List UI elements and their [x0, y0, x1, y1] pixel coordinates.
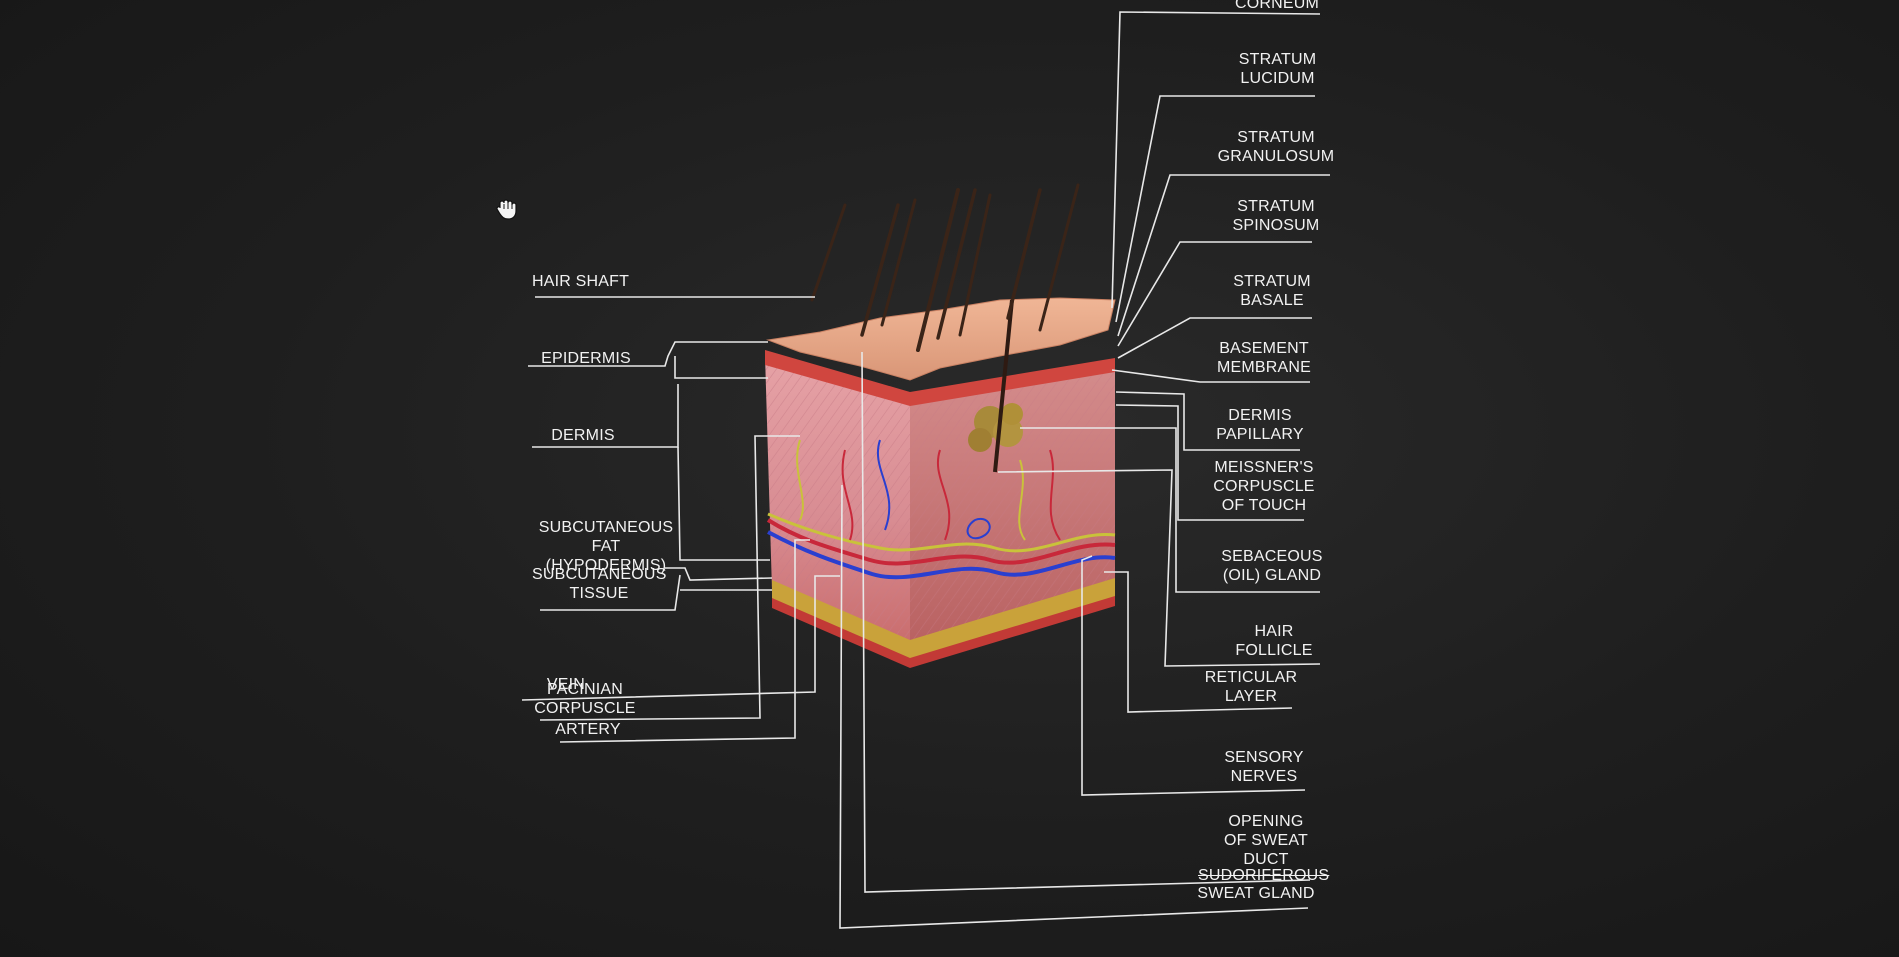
label-artery: ARTERY [555, 721, 621, 738]
label-dermis-papillary: DERMIS PAPILLARY [1216, 407, 1304, 443]
vein-vessel [767, 530, 1116, 580]
label-stratum-lucidum: STRATUM LUCIDUM [1238, 51, 1317, 87]
label-subcutaneous-tissue: SUBCUTANEOUS TISSUE [532, 566, 667, 602]
label-sweat-gland: SWEAT GLAND [1197, 885, 1315, 902]
skin-block [765, 297, 1116, 668]
label-meissners-corpuscle: MEISSNER'S CORPUSCLE OF TOUCH [1213, 459, 1315, 514]
artery-vessel [766, 518, 1116, 566]
label-stratum-corneum: CORNEUM [1234, 0, 1320, 12]
nerve-vessel [767, 512, 1116, 553]
hair-follicle-shaft [993, 299, 1014, 473]
leader-lines-right [839, 11, 1330, 929]
label-reticular-layer: RETICULAR LAYER [1204, 669, 1298, 705]
label-sensory-nerves: SENSORY NERVES [1224, 749, 1304, 785]
skin-surface [766, 297, 1116, 381]
label-hair-follicle: HAIR FOLLICLE [1235, 623, 1313, 659]
label-hair-shaft: HAIR SHAFT [532, 273, 630, 290]
epidermis-band [765, 350, 1115, 406]
label-basement-membrane: BASEMENT MEMBRANE [1216, 340, 1312, 376]
label-vein: VEIN [546, 676, 586, 693]
label-epidermis: EPIDERMIS [541, 350, 631, 367]
label-sudoriferous: SUDORIFEROUS [1198, 867, 1330, 884]
leader-lines-left [521, 296, 840, 743]
label-stratum-spinosum: STRATUM SPINOSUM [1232, 198, 1320, 234]
hair-strands [810, 183, 1080, 352]
label-opening-sweat-duct: OPENING OF SWEAT DUCT [1224, 813, 1308, 868]
label-pacinian-corpuscle: PACINIAN CORPUSCLE [534, 681, 636, 717]
label-sebaceous-gland: SEBACEOUS (OIL) GLAND [1221, 548, 1323, 584]
sebaceous-gland [968, 403, 1023, 452]
label-subcutaneous-fat: SUBCUTANEOUS FAT (HYPODERMIS) [538, 519, 674, 574]
hand-grab-icon [496, 199, 517, 220]
label-dermis: DERMIS [551, 427, 615, 444]
label-stratum-basale: STRATUM BASALE [1233, 273, 1311, 309]
label-stratum-granulosum: STRATUM GRANULOSUM [1217, 129, 1335, 165]
